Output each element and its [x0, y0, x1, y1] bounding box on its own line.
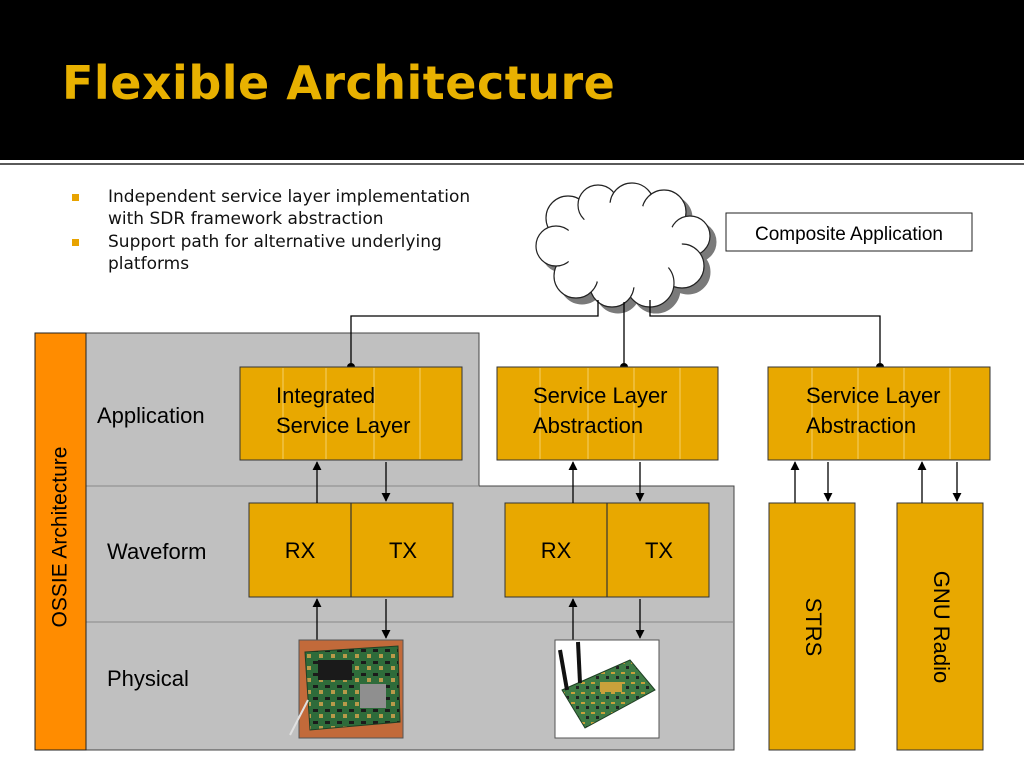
waveform-box-1: RX TX — [248, 502, 454, 598]
bullet-list: Independent service layer implementation… — [72, 186, 492, 276]
tx-label: TX — [389, 538, 417, 563]
signal-arrows — [312, 461, 962, 640]
bullet-text: Independent service layer implementation… — [108, 187, 471, 229]
bullet-square-icon — [72, 239, 79, 246]
header-divider — [0, 163, 1024, 165]
bullet-text: Support path for alternative underlying … — [108, 232, 442, 274]
circuit-board-image — [289, 639, 404, 739]
platform-label: STRS — [801, 598, 826, 657]
bullet-item: Independent service layer implementation… — [72, 186, 492, 230]
composite-application-box — [725, 212, 973, 252]
row-label-waveform: Waveform — [107, 539, 206, 564]
row-label-application: Application — [97, 403, 205, 428]
slide-title: Flexible Architecture — [62, 56, 616, 110]
composite-application-label: Composite Application — [755, 224, 943, 245]
rx-label: RX — [285, 538, 316, 563]
service-box-line: Service Layer — [276, 413, 411, 438]
service-box-line: Service Layer — [533, 383, 668, 408]
ossie-architecture-label: OSSIE Architecture — [49, 447, 72, 628]
bullet-item: Support path for alternative underlying … — [72, 231, 492, 275]
platform-gnu-radio: GNU Radio — [896, 502, 984, 751]
service-box-line: Abstraction — [533, 413, 643, 438]
rx-label: RX — [541, 538, 572, 563]
waveform-box-2: RX TX — [504, 502, 710, 598]
cloud-icon — [535, 182, 717, 314]
service-box-line: Service Layer — [806, 383, 941, 408]
service-box-line: Abstraction — [806, 413, 916, 438]
radio-board-image — [554, 639, 660, 739]
platform-strs: STRS — [768, 502, 856, 751]
ossie-architecture-bar — [34, 332, 87, 751]
slide-header — [0, 0, 1024, 160]
service-box-line: Integrated — [276, 383, 375, 408]
row-label-physical: Physical — [107, 666, 189, 691]
tx-label: TX — [645, 538, 673, 563]
bullet-square-icon — [72, 194, 79, 201]
platform-label: GNU Radio — [929, 571, 954, 683]
cloud-connectors — [350, 300, 881, 367]
